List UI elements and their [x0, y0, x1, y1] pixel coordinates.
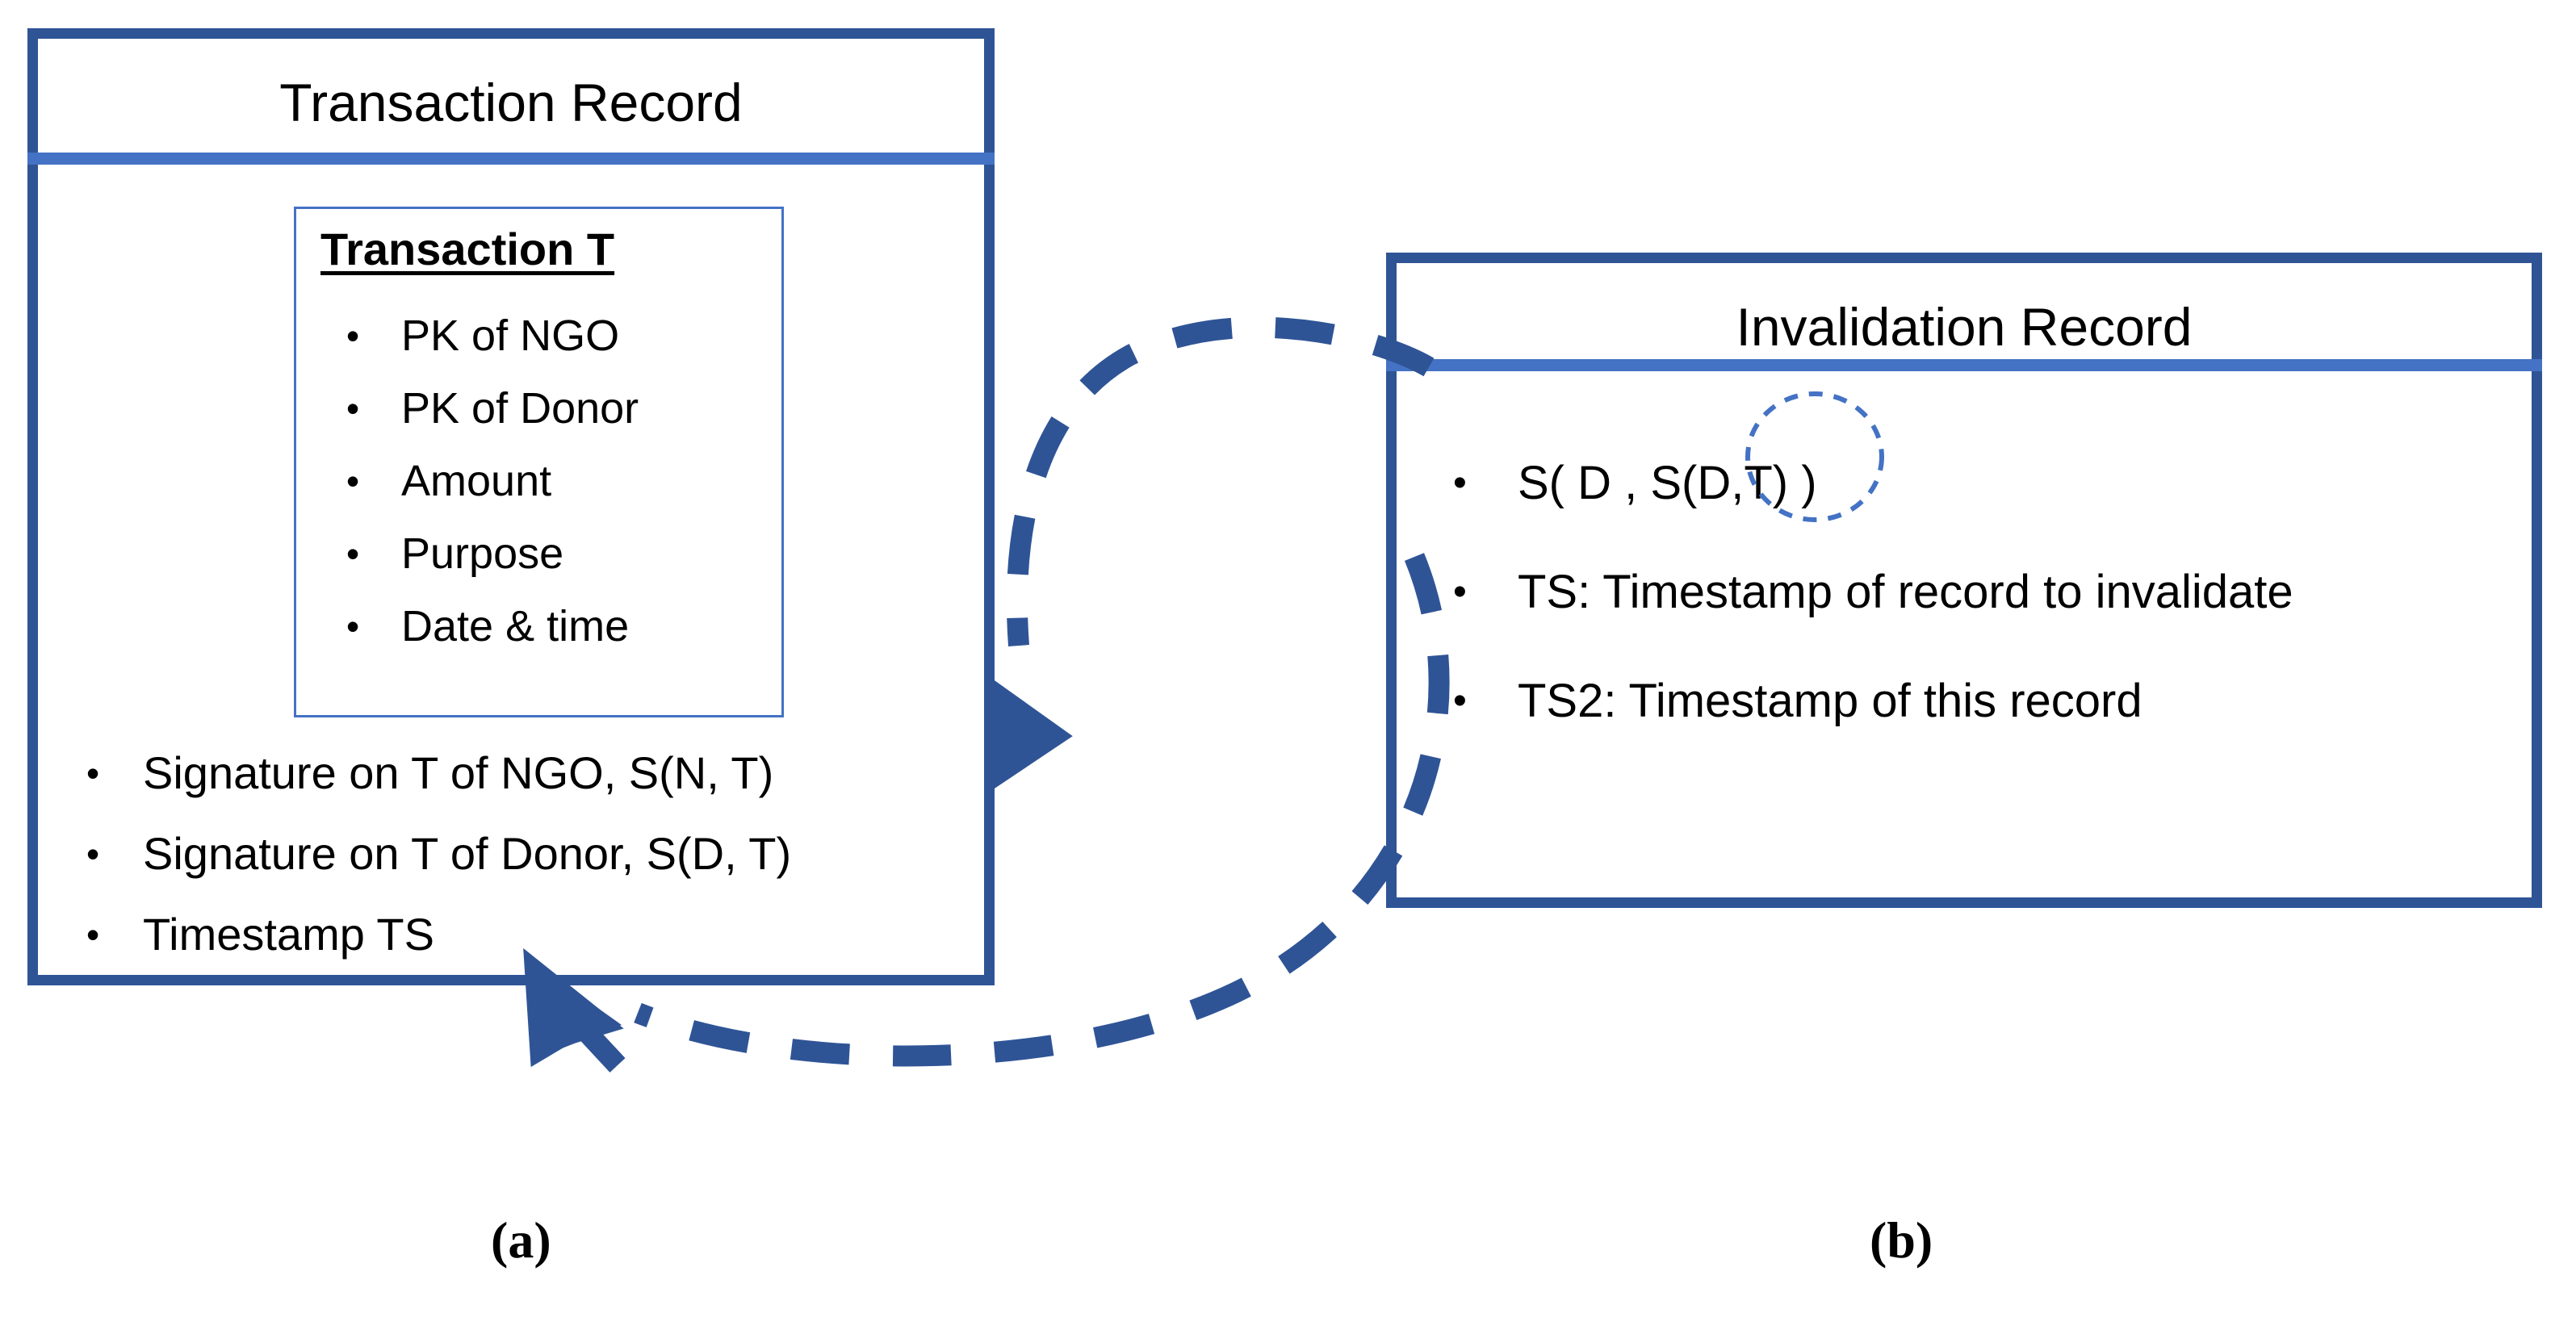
- bullet-icon: •: [1453, 680, 1467, 722]
- figure-caption-b: (b): [1870, 1211, 1933, 1269]
- list-item: • PK of Donor: [314, 372, 639, 445]
- list-item-label: Purpose: [401, 529, 564, 578]
- transaction-t-box: Transaction T • PK of NGO • PK of Donor …: [294, 207, 784, 717]
- list-item-label: Signature on T of Donor, S(D, T): [143, 828, 792, 879]
- arrowhead-upleft-tail: [557, 1002, 626, 1073]
- bullet-icon: •: [346, 387, 360, 429]
- list-item: • Signature on T of Donor, S(D, T): [66, 813, 791, 894]
- transaction-record-field-list: • Signature on T of NGO, S(N, T) • Signa…: [66, 733, 791, 975]
- list-item-label: PK of Donor: [401, 384, 639, 433]
- list-item: • S( D , S(D,T) ): [1429, 429, 2293, 537]
- list-item-label: Date & time: [401, 602, 630, 650]
- transaction-t-field-list: • PK of NGO • PK of Donor • Amount • Pur…: [314, 299, 639, 663]
- list-item-label: PK of NGO: [401, 312, 620, 360]
- bullet-icon: •: [346, 460, 360, 502]
- list-item: • Signature on T of NGO, S(N, T): [66, 733, 791, 813]
- list-item: • Purpose: [314, 517, 639, 590]
- list-item-label: S( D , S(D,T) ): [1518, 457, 1817, 509]
- list-item: • Date & time: [314, 590, 639, 663]
- invalidation-record-card: Invalidation Record • S( D , S(D,T) ) • …: [1386, 253, 2542, 908]
- list-item: • TS: Timestamp of record to invalidate: [1429, 537, 2293, 646]
- transaction-t-heading: Transaction T: [320, 224, 615, 274]
- bullet-icon: •: [346, 533, 360, 575]
- list-item: • TS2: Timestamp of this record: [1429, 646, 2293, 755]
- bullet-icon: •: [1453, 462, 1467, 504]
- connector-arc-upper: [1007, 316, 1435, 646]
- list-item: • Amount: [314, 445, 639, 517]
- list-item: • Timestamp TS: [66, 894, 791, 975]
- list-item-label: Timestamp TS: [143, 909, 434, 960]
- invalidation-record-title: Invalidation Record: [1736, 297, 2193, 357]
- list-item: • PK of NGO: [314, 299, 639, 372]
- bullet-icon: •: [86, 914, 100, 956]
- transaction-record-card: Transaction Record Transaction T • PK of…: [27, 28, 995, 985]
- transaction-record-title: Transaction Record: [279, 73, 743, 132]
- list-item-label: TS2: Timestamp of this record: [1518, 675, 2142, 727]
- bullet-icon: •: [346, 315, 360, 357]
- figure-caption-a: (a): [491, 1211, 551, 1269]
- bullet-icon: •: [86, 833, 100, 875]
- invalidation-accent-bar: [1386, 359, 2542, 371]
- list-item-label: TS: Timestamp of record to invalidate: [1518, 566, 2293, 618]
- list-item-label: Signature on T of NGO, S(N, T): [143, 747, 774, 798]
- invalidation-record-field-list: • S( D , S(D,T) ) • TS: Timestamp of rec…: [1429, 429, 2293, 755]
- arrowhead-right-icon: [986, 674, 1073, 795]
- transaction-accent-bar: [27, 153, 995, 165]
- bullet-icon: •: [1453, 571, 1467, 613]
- list-item-label: Amount: [401, 457, 552, 505]
- bullet-icon: •: [86, 752, 100, 794]
- bullet-icon: •: [346, 605, 360, 647]
